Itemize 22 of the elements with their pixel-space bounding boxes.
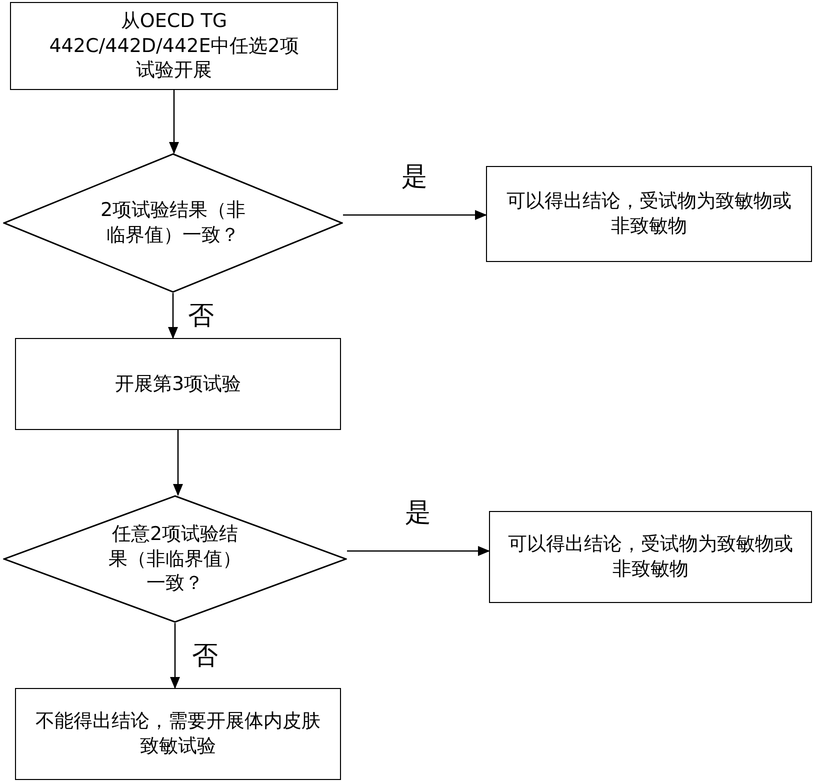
edge-label: 否 — [190, 642, 220, 668]
arrow — [169, 90, 179, 154]
process-box — [486, 166, 812, 262]
arrow — [173, 430, 183, 496]
process-box — [15, 338, 341, 430]
arrow — [168, 293, 178, 339]
edge-label: 否 — [186, 302, 216, 328]
node-text: 可以得出结论，受试物为致敏物或非致敏物 — [506, 189, 792, 239]
decision-diamond — [3, 495, 347, 623]
arrow — [347, 546, 490, 556]
node-text: 开展第3项试验 — [114, 372, 242, 396]
node-text: 从OECD TG 442C/442D/442E中任选2项试验开展 — [49, 8, 299, 84]
node-text: 2项试验结果（非临界值）一致？ — [99, 198, 247, 248]
process-box — [489, 511, 812, 603]
node-text: 任意2项试验结果（非临界值）一致？ — [108, 522, 242, 596]
process-box — [15, 688, 341, 780]
node-text: 不能得出结论，需要开展体内皮肤致敏试验 — [34, 709, 322, 759]
process-box — [10, 2, 338, 90]
arrow — [170, 623, 180, 689]
node-text: 可以得出结论，受试物为致敏物或非致敏物 — [507, 532, 794, 582]
arrow — [343, 210, 487, 220]
decision-diamond — [3, 153, 343, 293]
